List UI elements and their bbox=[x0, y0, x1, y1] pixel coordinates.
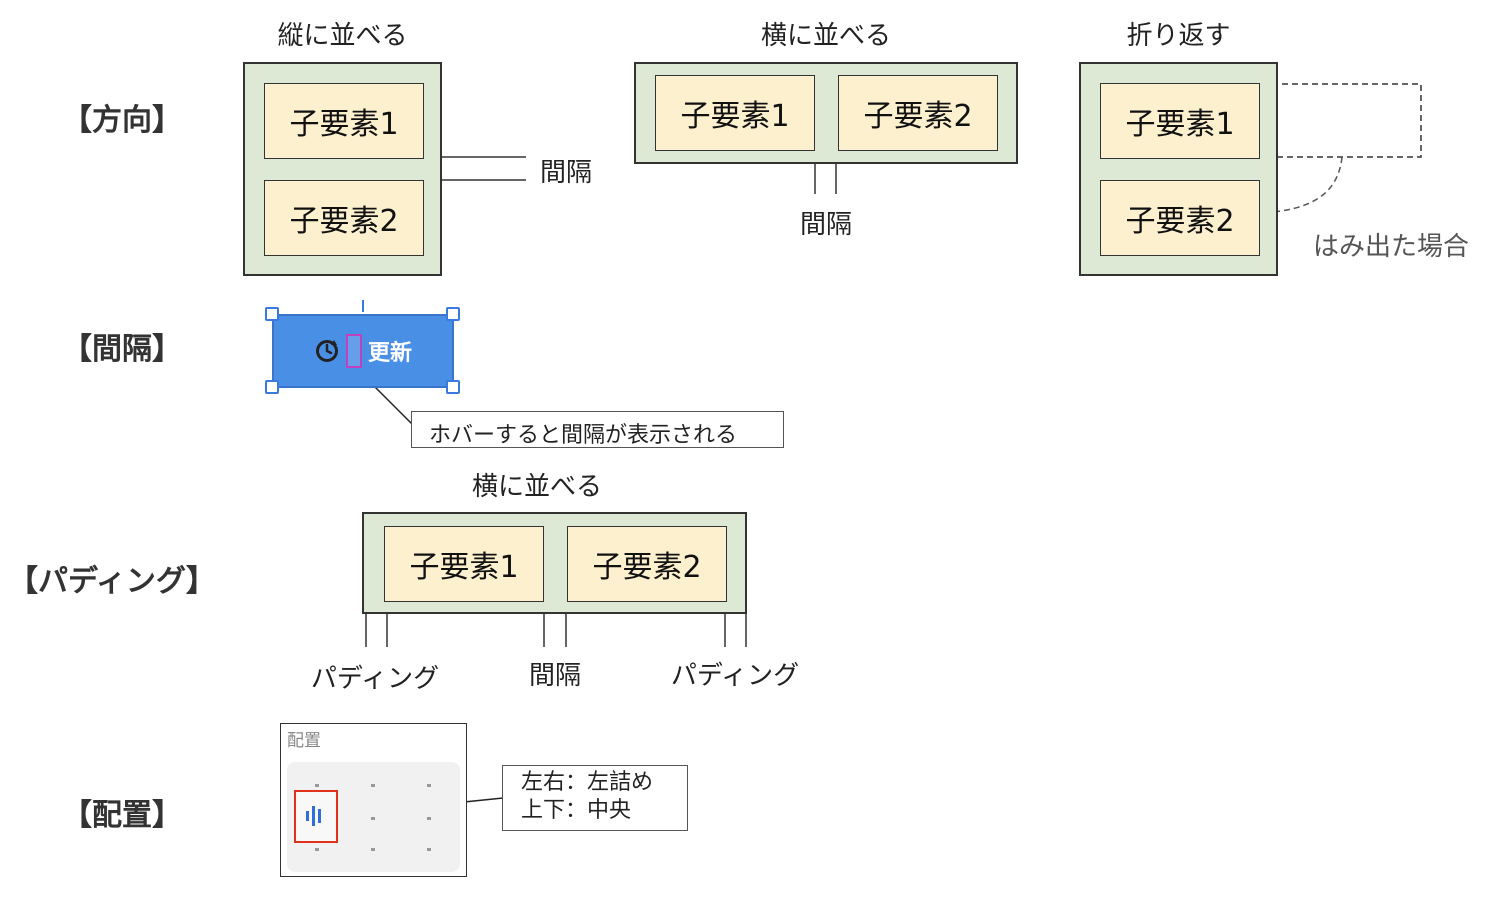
alignment-callout: 左右：左詰め 上下：中央 bbox=[502, 765, 688, 831]
alignment-grid bbox=[287, 762, 460, 872]
padding-right-label: パディング bbox=[670, 661, 800, 691]
padding-child-2: 子要素2 bbox=[567, 526, 727, 602]
resize-handle-bottom-right[interactable] bbox=[446, 380, 460, 394]
overflow-label: はみ出た場合 bbox=[1313, 232, 1470, 262]
alignment-panel: 配置 bbox=[280, 723, 467, 877]
vertical-child-2: 子要素2 bbox=[264, 180, 424, 256]
section-direction-label: 【方向】 bbox=[62, 103, 182, 138]
align-dot-bottom-right[interactable] bbox=[427, 848, 431, 851]
wrap-child-1: 子要素1 bbox=[1100, 83, 1260, 159]
refresh-clock-icon bbox=[314, 338, 340, 364]
gap-callout: ホバーすると間隔が表示される bbox=[411, 411, 784, 448]
align-dot-top-left[interactable] bbox=[315, 784, 319, 787]
padding-child-1: 子要素1 bbox=[384, 526, 544, 602]
section-alignment-label: 【配置】 bbox=[62, 798, 182, 833]
alignment-callout-line1: 左右：左詰め bbox=[521, 770, 654, 795]
align-dot-bottom-center[interactable] bbox=[371, 848, 375, 851]
padding-title: 横に並べる bbox=[471, 472, 602, 502]
section-gap-label: 【間隔】 bbox=[62, 332, 182, 367]
align-dot-middle-right[interactable] bbox=[427, 817, 431, 820]
resize-handle-bottom-left[interactable] bbox=[265, 380, 279, 394]
vertical-child-1: 子要素1 bbox=[264, 83, 424, 159]
padding-container: 子要素1 子要素2 bbox=[362, 512, 747, 614]
padding-gap-label: 間隔 bbox=[528, 661, 581, 691]
overflow-ghost-box bbox=[1261, 83, 1422, 158]
section-padding-label: 【パディング】 bbox=[8, 564, 216, 599]
horizontal-container: 子要素1 子要素2 bbox=[634, 62, 1018, 164]
wrap-title: 折り返す bbox=[1126, 21, 1231, 51]
padding-left-label: パディング bbox=[310, 664, 440, 694]
align-dot-top-right[interactable] bbox=[427, 784, 431, 787]
horizontal-gap-label: 間隔 bbox=[799, 210, 852, 240]
wrap-child-2: 子要素2 bbox=[1100, 180, 1260, 256]
alignment-callout-line2: 上下：中央 bbox=[521, 798, 632, 823]
wrap-container: 子要素1 子要素2 bbox=[1079, 62, 1278, 276]
gap-hover-marker bbox=[345, 334, 362, 368]
selection-tick-top bbox=[362, 300, 364, 312]
align-left-center-cell[interactable] bbox=[294, 790, 338, 843]
vertical-container: 子要素1 子要素2 bbox=[243, 62, 442, 276]
resize-handle-top-right[interactable] bbox=[446, 307, 460, 321]
align-dot-bottom-left[interactable] bbox=[315, 848, 319, 851]
vertical-gap-label: 間隔 bbox=[540, 158, 593, 188]
align-dot-top-center[interactable] bbox=[371, 784, 375, 787]
horizontal-child-2: 子要素2 bbox=[838, 75, 998, 151]
align-dot-middle-center[interactable] bbox=[371, 817, 375, 820]
resize-handle-top-left[interactable] bbox=[265, 307, 279, 321]
vertical-title: 縦に並べる bbox=[277, 21, 408, 51]
alignment-panel-title: 配置 bbox=[287, 731, 321, 751]
refresh-button[interactable]: 更新 bbox=[272, 314, 454, 388]
align-left-center-icon bbox=[306, 806, 321, 826]
refresh-button-label: 更新 bbox=[367, 341, 412, 366]
horizontal-child-1: 子要素1 bbox=[655, 75, 815, 151]
horizontal-title: 横に並べる bbox=[760, 21, 891, 51]
